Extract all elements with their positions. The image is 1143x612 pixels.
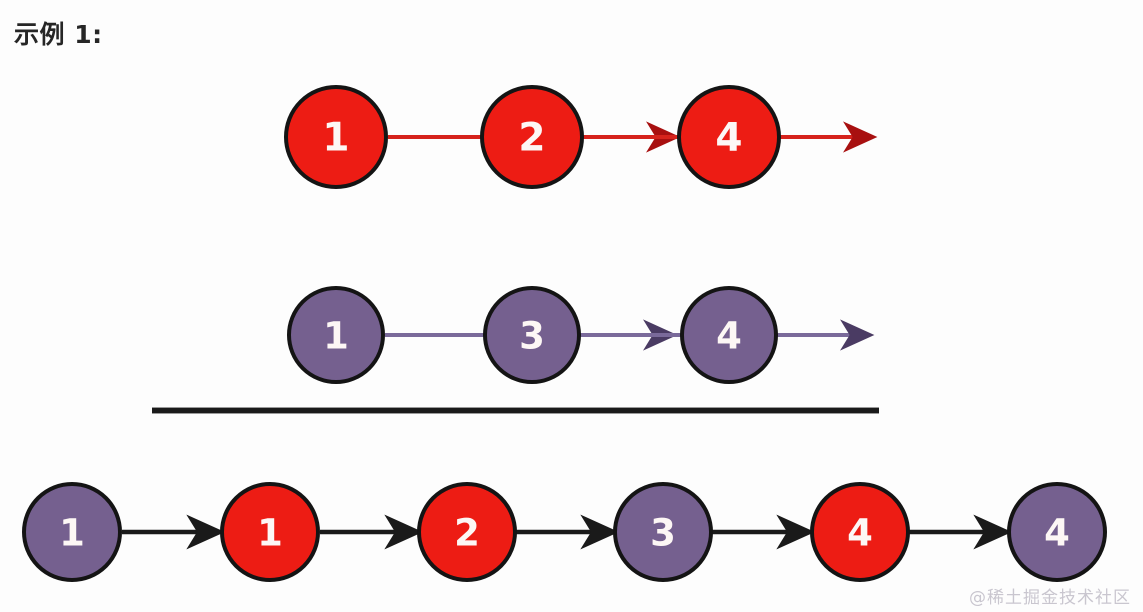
list-node: 1: [287, 286, 385, 384]
node-value-label: 1: [322, 116, 349, 161]
page-title: 示例 1:: [14, 20, 103, 49]
node-circle: [1007, 482, 1107, 582]
node-value-label: 2: [454, 512, 480, 555]
list-node: 2: [417, 482, 517, 582]
node-value-label: 2: [518, 116, 545, 161]
node-circle: [287, 286, 385, 384]
list-node: 4: [810, 482, 910, 582]
watermark-label: @稀土掘金技术社区: [969, 588, 1131, 608]
node-circle: [613, 482, 713, 582]
node-value-label: 4: [847, 512, 873, 555]
node-value-label: 4: [715, 116, 742, 161]
section-divider: [152, 407, 879, 414]
node-circle: [677, 85, 781, 189]
node-value-label: 1: [257, 512, 283, 555]
node-value-label: 1: [323, 315, 349, 358]
node-circle: [417, 482, 517, 582]
node-circle: [480, 85, 584, 189]
node-value-label: 3: [650, 512, 676, 555]
node-circle: [284, 85, 388, 189]
list-node: 4: [680, 286, 778, 384]
list-node: 4: [1007, 482, 1107, 582]
list-node: 3: [483, 286, 581, 384]
list-node: 1: [220, 482, 320, 582]
node-circle: [810, 482, 910, 582]
list-node: 1: [284, 85, 388, 189]
list-node: 4: [677, 85, 781, 189]
node-circle: [680, 286, 778, 384]
node-circle: [22, 482, 122, 582]
list-node: 3: [613, 482, 713, 582]
list-node: 1: [22, 482, 122, 582]
node-value-label: 4: [716, 315, 742, 358]
list-node: 2: [480, 85, 584, 189]
node-circle: [483, 286, 581, 384]
node-circle: [220, 482, 320, 582]
nodes-layer: 1 2 4 1 3 4 1 1 2 3 4 4: [22, 85, 1107, 582]
node-value-label: 4: [1044, 512, 1070, 555]
node-value-label: 1: [59, 512, 85, 555]
node-value-label: 3: [519, 315, 545, 358]
